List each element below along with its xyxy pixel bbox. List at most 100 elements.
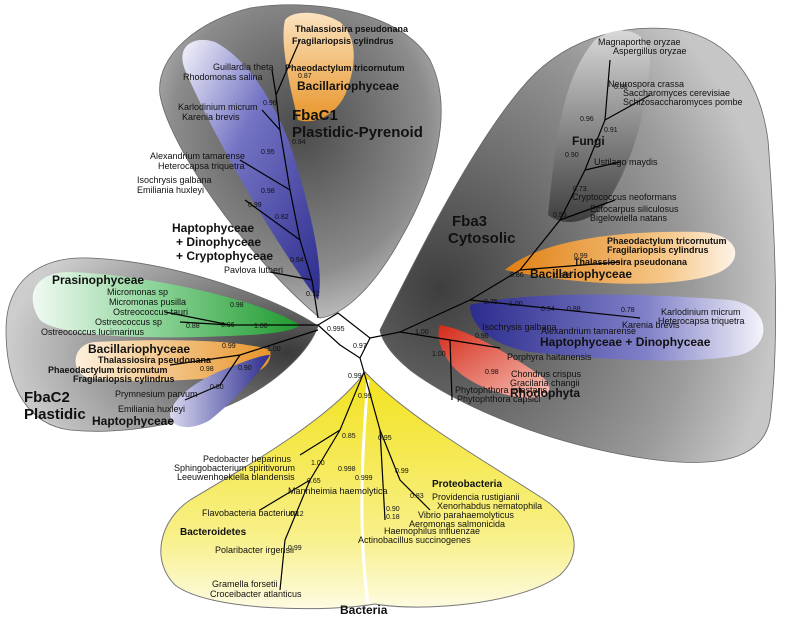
group-label-fba3-sub: Cytosolic: [448, 230, 516, 247]
taxon-label: Heterocapsa triquetra: [158, 161, 245, 171]
group-label-fba3: Fba3: [452, 213, 487, 230]
support-value: 0.98: [261, 188, 275, 195]
support-value: 0.98: [200, 366, 214, 373]
taxon-label: Thalassiosira pseudonana: [574, 257, 688, 267]
support-value: 0.96: [580, 116, 594, 123]
support-value: 0.88: [186, 323, 200, 330]
fungi-region: [548, 30, 650, 223]
taxon-label: Pedobacter heparinus: [203, 454, 292, 464]
taxon-label: Thalassiosira pseudonana: [98, 355, 212, 365]
group-label-bacillario-top: Bacillariophyceae: [297, 79, 399, 93]
group-label-fbac1-sub: Plastidic-Pyrenoid: [292, 124, 423, 141]
support-value: 0.94: [290, 257, 304, 264]
support-value: 0.95: [378, 435, 392, 442]
taxon-label: Porphyra haitanensis: [507, 352, 592, 362]
taxon-label: Magnaporthe oryzae: [598, 37, 681, 47]
taxon-label: Vibrio parahaemolyticus: [418, 510, 514, 520]
taxon-label: Micromonas sp: [107, 287, 168, 297]
bacteria-region: [160, 371, 575, 610]
taxon-label: Phaeodactylum tricornutum: [285, 63, 405, 73]
taxon-label: Rhodomonas salina: [183, 72, 263, 82]
taxon-label: Cryptococcus neoformans: [572, 192, 677, 202]
taxon-label: Schizosaccharomyces pombe: [623, 97, 743, 107]
support-value: 0.68: [614, 84, 628, 91]
support-value: 0.99: [348, 373, 362, 380]
group-label-fbac2: FbaC2: [24, 389, 70, 406]
taxon-label: Pavlova lutheri: [224, 265, 283, 275]
taxon-label: Karlodinium micrum: [661, 307, 741, 317]
bacteria-divider: [360, 379, 370, 605]
taxon-label: Isochrysis galbana: [137, 175, 212, 185]
taxon-label: Fragilariopsis cylindrus: [607, 245, 709, 255]
support-value: 0.12: [290, 511, 304, 518]
support-value: 0.85: [342, 433, 356, 440]
support-value: 0.94: [541, 306, 555, 313]
support-value: 0.99: [248, 202, 262, 209]
support-value: 0.72: [306, 291, 320, 298]
group-label-fbac2-sub: Plastidic: [24, 406, 86, 423]
hapto-left-region: [170, 355, 270, 428]
support-value: 0.94: [292, 139, 306, 146]
support-value: 1.00: [267, 346, 281, 353]
group-label-fungi: Fungi: [572, 134, 605, 148]
taxon-label: Karenia brevis: [182, 112, 240, 122]
support-value: 0.998: [338, 466, 356, 473]
taxon-label: Ustilago maydis: [594, 157, 658, 167]
taxon-label: Heterocapsa triquetra: [658, 316, 745, 326]
support-value: 0.65: [307, 478, 321, 485]
taxon-label: Aeromonas salmonicida: [409, 519, 505, 529]
support-value: 0.95: [261, 149, 275, 156]
taxon-label: Saccharomyces cerevisiae: [623, 88, 730, 98]
taxon-label: Alexandrium tamarense: [541, 326, 636, 336]
taxon-label: Phytophthora capsici: [457, 394, 541, 404]
support-values: 0.87 0.96 0.94 0.95 0.98 0.99 0.82 0.94 …: [186, 73, 635, 552]
taxon-label: Croceibacter atlanticus: [210, 589, 302, 599]
taxon-label: Mannheimia haemolytica: [288, 486, 388, 496]
group-label-prasino: Prasinophyceae: [52, 273, 144, 287]
group-label-proteobacteria: Proteobacteria: [432, 479, 502, 490]
taxon-label: Karlodinium micrum: [178, 102, 258, 112]
prasino-region: [32, 272, 301, 338]
support-value: 0.995: [327, 326, 345, 333]
support-value: 0.96: [475, 333, 489, 340]
support-value: 0.90: [386, 506, 400, 513]
support-value: 0.83: [410, 493, 424, 500]
support-value: 0.99: [358, 393, 372, 400]
group-label-hapto-2: + Dinophyceae: [176, 235, 261, 249]
taxon-label: Sphingobacterium spiritivorum: [174, 463, 295, 473]
support-value: 0.999: [554, 273, 572, 280]
support-value: 0.97: [353, 343, 367, 350]
support-value: 0.99: [288, 545, 302, 552]
group-label-bacteria: Bacteria: [340, 603, 388, 617]
support-value: 0.999: [355, 475, 373, 482]
taxon-label: Gramella forsetii: [212, 579, 278, 589]
support-value: 0.90: [565, 152, 579, 159]
taxon-label: Ostreococcus lucimarinus: [41, 327, 145, 337]
group-label-hapto-left: Haptophyceae: [92, 414, 174, 428]
support-value: 0.80: [210, 384, 224, 391]
support-value: 1.00: [509, 301, 523, 308]
support-value: 0.90: [238, 365, 252, 372]
taxon-label: Phytophthora infestans: [455, 385, 548, 395]
support-value: 0.73: [573, 186, 587, 193]
support-value: 0.86: [510, 272, 524, 279]
support-value: 0.96: [221, 322, 235, 329]
taxon-label: Ostreococcus tauri: [113, 307, 188, 317]
support-value: 0.75: [484, 299, 498, 306]
group-label-rhodophyta: Rhodophyta: [510, 386, 580, 400]
taxon-label: Phaeodactylum tricornutum: [607, 236, 727, 246]
taxon-label: Isochrysis galbana: [482, 322, 557, 332]
support-value: 0.96: [263, 100, 277, 107]
taxon-label: Micromonas pusilla: [109, 297, 186, 307]
taxon-label: Emiliania huxleyi: [118, 404, 185, 414]
support-value: 0.87: [298, 73, 312, 80]
bacillario-right-region: [505, 231, 736, 284]
taxon-label: Phaeodactylum tricornutum: [48, 365, 168, 375]
support-value: 1.00: [254, 323, 268, 330]
taxon-label: Thalassiosira pseudonana: [295, 24, 409, 34]
group-label-bacteroidetes: Bacteroidetes: [180, 527, 247, 538]
group-label-hapto-1: Haptophyceae: [172, 221, 254, 235]
taxon-label: Xenorhabdus nematophila: [437, 501, 542, 511]
support-value: 0.18: [386, 514, 400, 521]
bacillario-top-region: [283, 12, 354, 122]
